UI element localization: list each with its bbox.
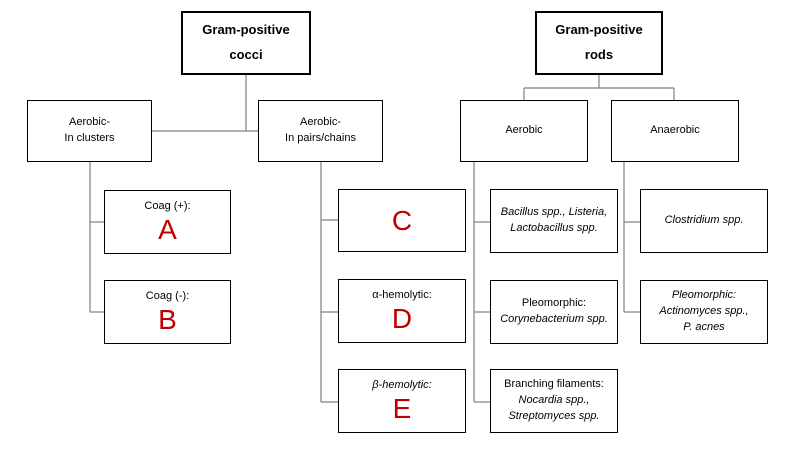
- answer-letter-d: D: [391, 303, 413, 335]
- aerobic-pleomorphic-line2: Corynebacterium spp.: [500, 313, 608, 325]
- coag-negative-label: Coag (-):: [145, 290, 190, 303]
- clusters-line2: In clusters: [64, 132, 115, 144]
- branching-line1: Branching filaments:: [504, 378, 604, 391]
- bacillus-line2: Lactobacillus spp.: [510, 222, 598, 234]
- clusters-line1: Aerobic-: [69, 116, 110, 129]
- gram-positive-rods-box: Gram-positive rods: [535, 11, 663, 75]
- actinomyces-box: Pleomorphic: Actinomyces spp., P. acnes: [640, 280, 768, 344]
- anaerobic-pleomorphic-line1: Pleomorphic:: [671, 289, 737, 302]
- branching-line2: Nocardia spp.,: [518, 394, 590, 407]
- anaerobic-rods-box: Anaerobic: [611, 100, 739, 162]
- coag-positive-box: Coag (+): A: [104, 190, 231, 254]
- clostridium-line1: Clostridium spp.: [664, 214, 744, 227]
- anaerobic-pleomorphic-line2: Actinomyces spp.,: [659, 305, 749, 318]
- answer-letter-c: C: [391, 204, 413, 236]
- aerobic-rods-box: Aerobic: [460, 100, 588, 162]
- pairs-line2: In pairs/chains: [285, 132, 356, 144]
- corynebacterium-box: Pleomorphic: Corynebacterium spp.: [490, 280, 618, 344]
- bacillus-line1: Bacillus spp., Listeria,: [500, 206, 608, 219]
- coag-negative-box: Coag (-): B: [104, 280, 231, 344]
- aerobic-rods-label: Aerobic: [505, 124, 543, 137]
- branching-line3: Streptomyces spp.: [508, 409, 600, 422]
- anaerobic-rods-label: Anaerobic: [650, 124, 700, 137]
- beta-hemolytic-label: β-hemolytic:: [372, 379, 432, 392]
- clostridium-box: Clostridium spp.: [640, 189, 768, 253]
- aerobic-pairs-chains-box: Aerobic- In pairs/chains: [258, 100, 383, 162]
- rods-title-line1: Gram-positive: [555, 22, 643, 38]
- alpha-hemolytic-box: α-hemolytic: D: [338, 279, 466, 343]
- rods-title-line2: rods: [584, 47, 614, 62]
- anaerobic-pleomorphic-line3: P. acnes: [683, 320, 725, 333]
- answer-c-box: C: [338, 189, 466, 252]
- pairs-line1: Aerobic-: [300, 116, 341, 129]
- gram-positive-cocci-box: Gram-positive cocci: [181, 11, 311, 75]
- bacillus-listeria-box: Bacillus spp., Listeria, Lactobacillus s…: [490, 189, 618, 253]
- answer-letter-b: B: [158, 304, 177, 336]
- cocci-title-line2: cocci: [229, 47, 263, 62]
- answer-letter-e: E: [392, 393, 412, 425]
- coag-positive-label: Coag (+):: [144, 200, 191, 213]
- cocci-title-line1: Gram-positive: [202, 22, 290, 38]
- aerobic-clusters-box: Aerobic- In clusters: [27, 100, 152, 162]
- beta-hemolytic-box: β-hemolytic: E: [338, 369, 466, 433]
- aerobic-pleomorphic-line1: Pleomorphic:: [521, 297, 587, 310]
- alpha-hemolytic-label: α-hemolytic:: [372, 289, 432, 302]
- branching-filaments-box: Branching filaments: Nocardia spp., Stre…: [490, 369, 618, 433]
- answer-letter-a: A: [158, 214, 177, 246]
